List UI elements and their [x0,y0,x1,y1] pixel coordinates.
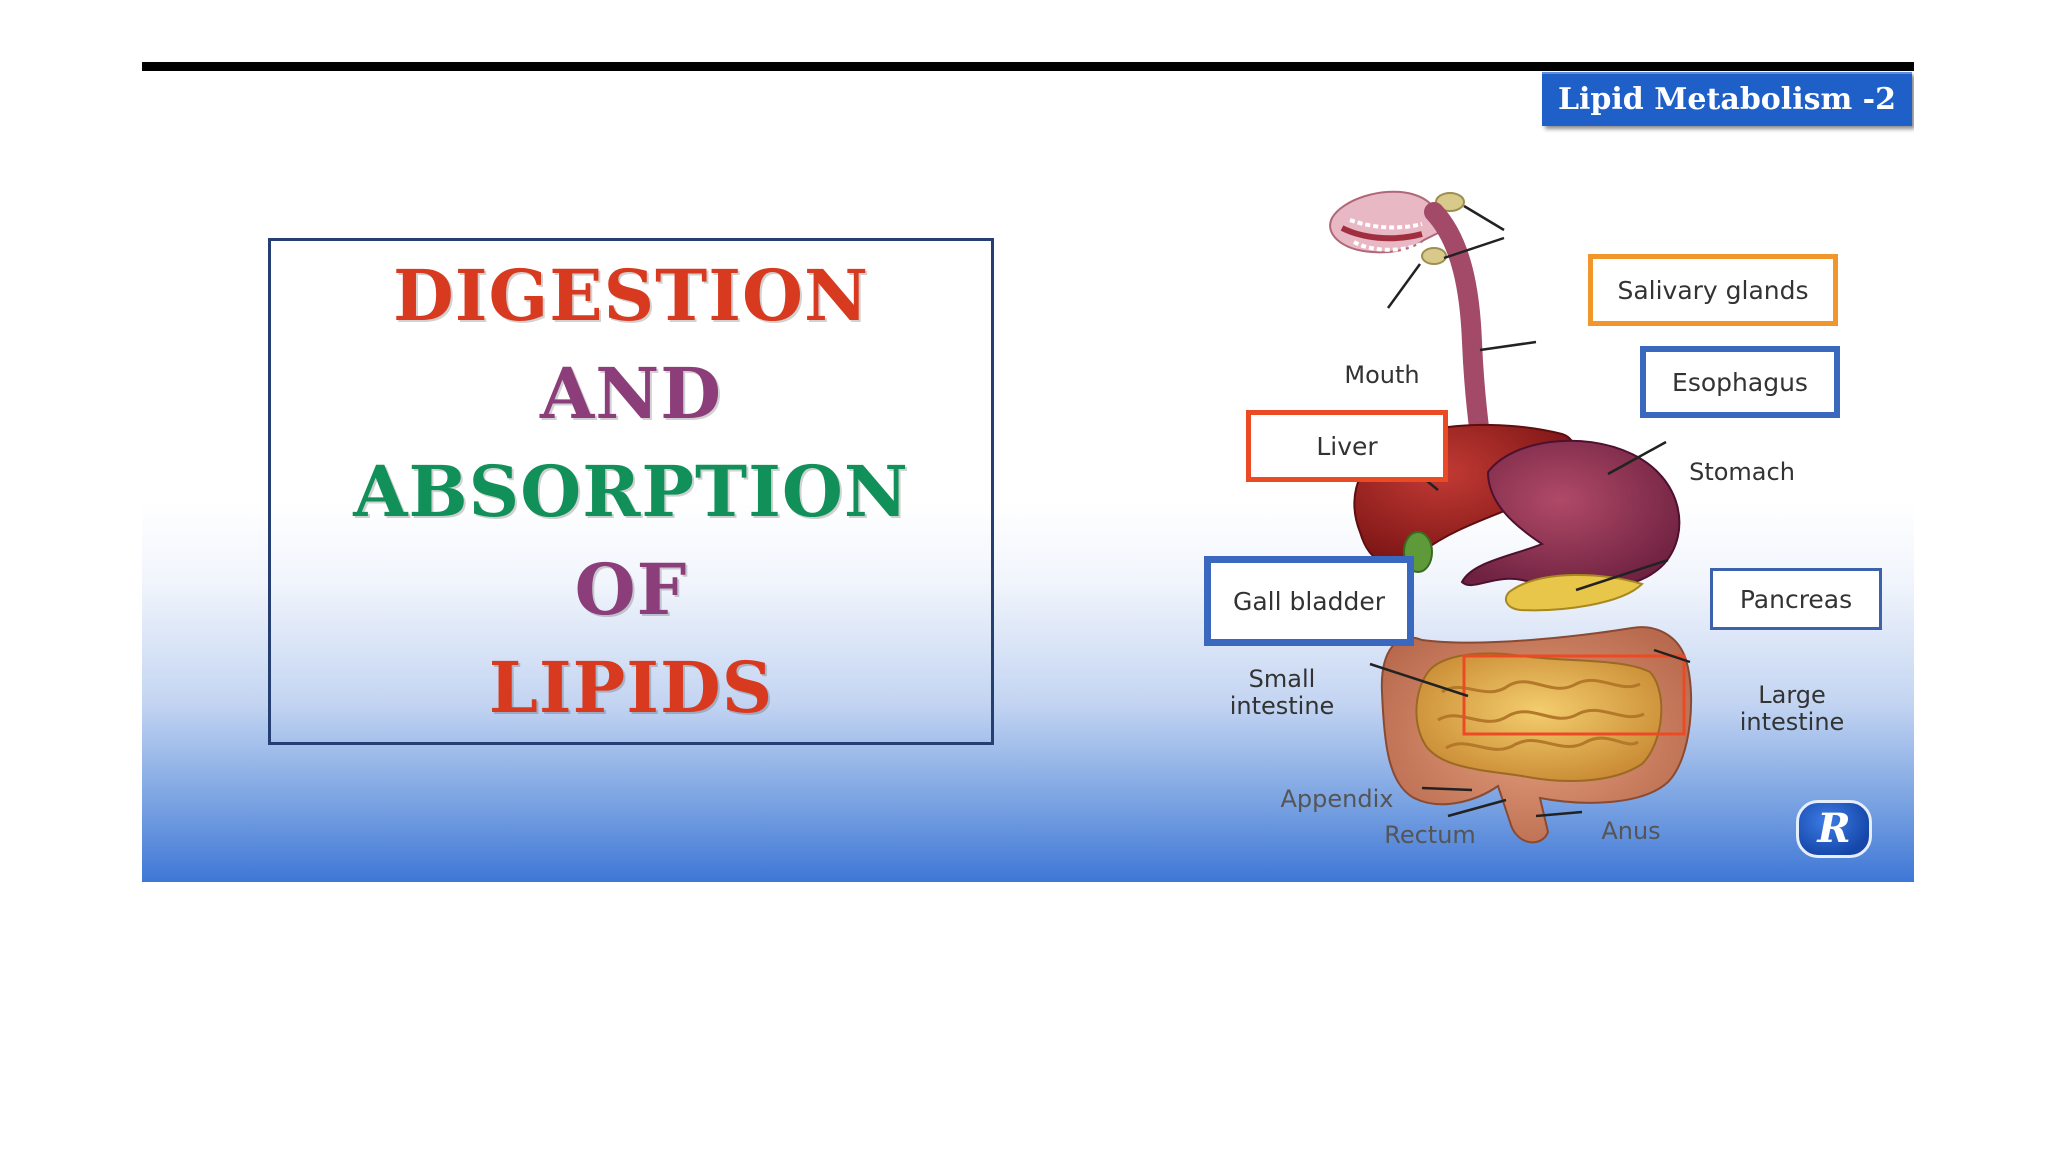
slide: Lipid Metabolism -2 DIGESTION AND ABSORP… [142,62,1914,882]
title-line-and: AND [540,351,722,435]
label-stomach: Stomach [1689,458,1795,486]
salivary-gland-upper [1435,192,1465,212]
title-line-absorption: ABSORPTION [353,449,909,533]
pancreas-organ [1504,574,1644,612]
callout-pancreas: Pancreas [1710,568,1882,630]
label-anus: Anus [1601,817,1661,845]
label-mouth: Mouth [1344,361,1420,389]
digestive-system-diagram: Salivary glands Esophagus Liver Gall bla… [1042,172,1902,872]
label-large-intestine: Large intestine [1739,681,1845,736]
callout-esophagus: Esophagus [1640,346,1840,418]
label-rectum: Rectum [1384,821,1476,849]
callout-liver: Liver [1246,410,1448,482]
digestive-system-illustration [1329,190,1693,844]
callout-salivary-glands: Salivary glands [1588,254,1838,326]
label-small-intestine: Small intestine [1229,665,1335,720]
mouth-region [1329,190,1442,254]
title-line-digestion: DIGESTION [393,253,869,337]
top-rule [142,62,1914,71]
series-tag: Lipid Metabolism -2 [1541,72,1912,126]
title-line-lipids: LIPIDS [488,645,774,729]
salivary-gland-lower [1421,247,1447,265]
label-appendix: Appendix [1280,785,1394,813]
small-intestine-coils [1437,678,1645,751]
title-box: DIGESTION AND ABSORPTION OF LIPIDS [268,238,994,745]
presenter-logo-icon: R [1796,800,1872,858]
title-line-of: OF [574,547,688,631]
callout-gall-bladder: Gall bladder [1204,556,1414,646]
